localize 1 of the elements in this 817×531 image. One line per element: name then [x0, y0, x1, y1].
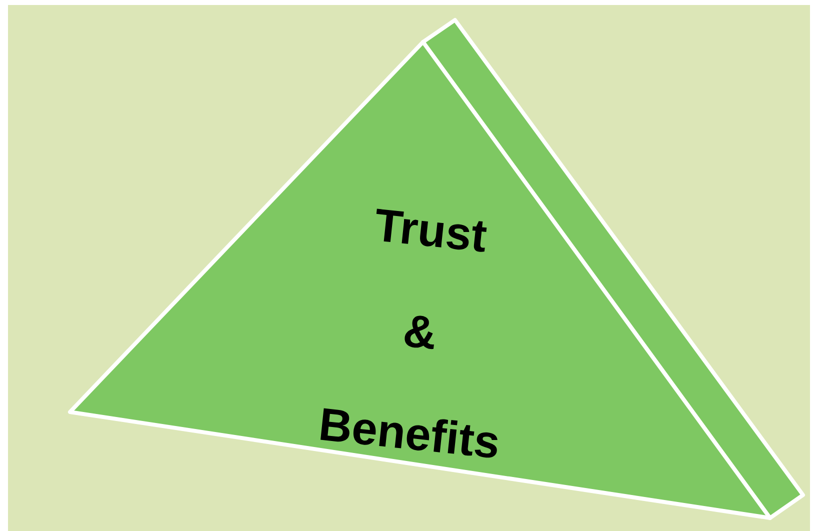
pyramid-drawing: Trust & Benefits	[68, 18, 805, 520]
